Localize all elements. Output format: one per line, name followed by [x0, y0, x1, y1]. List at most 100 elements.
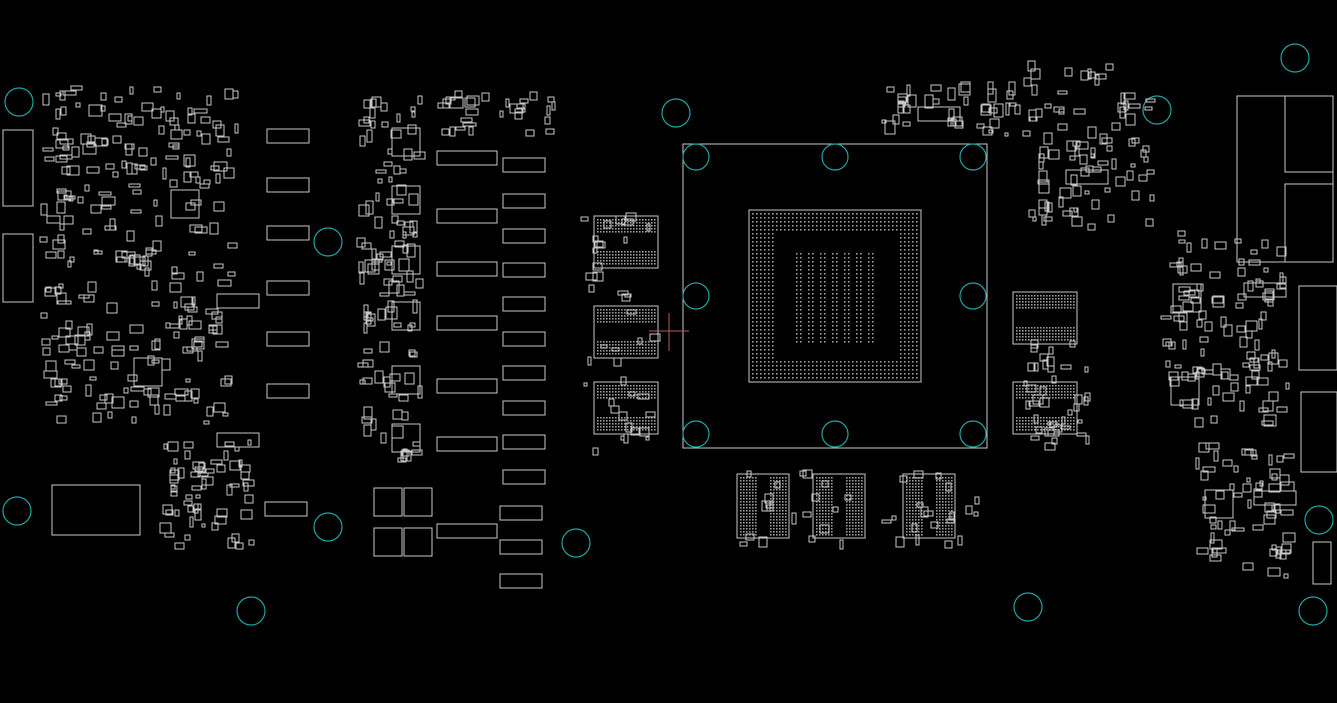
component-pad: [358, 204, 370, 217]
component-pad: [902, 104, 911, 114]
component-pad: [1117, 102, 1127, 113]
component-pad: [244, 494, 254, 504]
component-pad: [1080, 70, 1089, 81]
component-pad: [40, 203, 48, 216]
component-pad: [1196, 547, 1209, 555]
gpu-mount-hole[interactable]: [959, 420, 987, 448]
mounting-hole[interactable]: [4, 87, 34, 117]
component-pad: [1200, 470, 1209, 481]
component-pad: [62, 90, 77, 96]
ic-package: [1172, 283, 1202, 313]
component-pad: [90, 204, 102, 214]
component-pad: [611, 347, 620, 352]
component-pad: [189, 171, 199, 178]
mounting-hole[interactable]: [1280, 43, 1310, 73]
inductor: [502, 434, 546, 450]
component-pad: [402, 226, 415, 236]
component-pad: [220, 378, 232, 387]
component-pad: [54, 286, 62, 295]
gpu-mount-hole[interactable]: [682, 420, 710, 448]
component-pad: [944, 540, 953, 549]
component-pad: [170, 484, 176, 490]
component-pad: [1022, 130, 1031, 137]
mounting-hole[interactable]: [313, 227, 343, 257]
mounting-hole[interactable]: [1142, 95, 1172, 125]
power-connector[interactable]: [51, 484, 141, 536]
component-pad: [1275, 546, 1282, 559]
component-pad: [1195, 457, 1200, 470]
mounting-hole[interactable]: [561, 528, 591, 558]
mounting-hole[interactable]: [1304, 505, 1334, 535]
component-pad: [191, 296, 196, 306]
component-pad: [1140, 149, 1147, 158]
component-pad: [1061, 416, 1066, 425]
component-pad: [363, 348, 373, 354]
component-pad: [551, 101, 556, 111]
mounting-hole[interactable]: [661, 98, 691, 128]
component-pad: [66, 165, 80, 176]
component-pad: [170, 129, 183, 140]
component-pad: [613, 357, 622, 367]
component-pad: [1038, 161, 1044, 170]
component-pad: [359, 135, 366, 147]
component-pad: [153, 199, 158, 207]
gpu-mount-hole[interactable]: [821, 420, 849, 448]
mounting-hole[interactable]: [313, 512, 343, 542]
mounting-hole[interactable]: [1298, 596, 1328, 626]
component-pad: [359, 271, 365, 285]
component-pad: [74, 334, 86, 346]
component-pad: [240, 509, 253, 520]
gpu-mount-hole[interactable]: [959, 143, 987, 171]
mounting-hole[interactable]: [2, 496, 32, 526]
connector-outline[interactable]: [1312, 541, 1332, 585]
component-pad: [408, 349, 416, 357]
mounting-hole[interactable]: [1013, 592, 1043, 622]
gpu-mount-hole[interactable]: [821, 143, 849, 171]
component-pad: [884, 120, 896, 135]
connector-outline[interactable]: [2, 233, 34, 303]
gpu-mount-hole[interactable]: [959, 282, 987, 310]
component-pad: [144, 267, 150, 277]
component-pad: [138, 147, 148, 157]
component-pad: [1251, 370, 1260, 380]
gpu-mount-hole[interactable]: [682, 282, 710, 310]
component-pad: [1245, 330, 1253, 339]
connector-outline[interactable]: [1298, 285, 1337, 371]
component-pad: [1008, 81, 1016, 96]
component-pad: [1071, 216, 1083, 227]
memory-chip: [1012, 291, 1078, 345]
component-pad: [184, 534, 191, 541]
component-pad: [55, 108, 61, 120]
connector-outline[interactable]: [2, 129, 34, 207]
component-pad: [197, 472, 209, 477]
gpu-mount-hole[interactable]: [682, 143, 710, 171]
components: [39, 60, 1297, 589]
component-pad: [169, 282, 182, 293]
component-pad: [187, 107, 193, 116]
component-pad: [362, 359, 374, 368]
component-pad: [1271, 349, 1276, 359]
component-pad: [1179, 399, 1184, 407]
connector-outline[interactable]: [1300, 391, 1337, 473]
component-pad: [1067, 409, 1073, 416]
component-pad: [1047, 365, 1055, 373]
component-pad: [460, 117, 473, 123]
component-pad: [401, 411, 409, 421]
memory-chip: [593, 305, 659, 359]
component-pad: [210, 459, 223, 465]
component-pad: [71, 364, 81, 369]
mounting-hole[interactable]: [236, 596, 266, 626]
component-pad: [1149, 194, 1155, 202]
component-pad: [375, 192, 380, 202]
component-pad: [403, 291, 416, 296]
component-pad: [62, 145, 70, 151]
component-pad: [499, 110, 504, 118]
component-pad: [64, 359, 76, 365]
component-pad: [1177, 230, 1186, 237]
component-pad: [1190, 263, 1202, 272]
gpu-package[interactable]: [682, 143, 988, 449]
component-pad: [1200, 348, 1205, 357]
component-pad: [774, 481, 781, 489]
component-pad: [234, 123, 239, 134]
